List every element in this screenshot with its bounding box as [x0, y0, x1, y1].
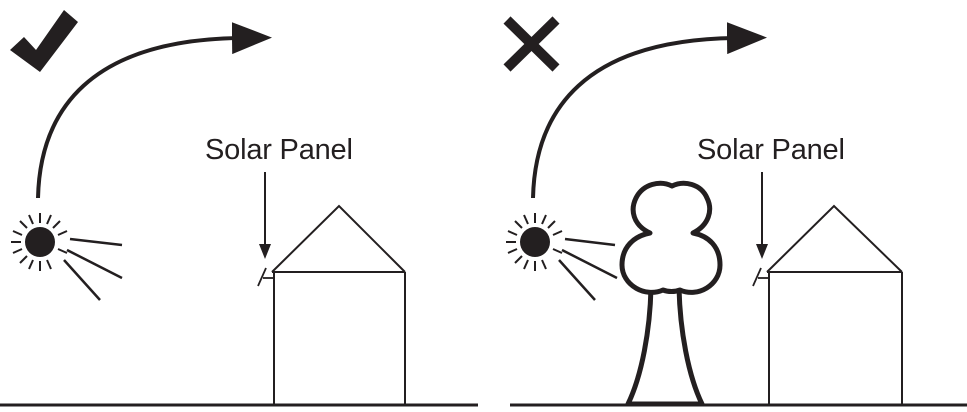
- solar-panel-label: Solar Panel: [205, 134, 353, 167]
- house-icon: [272, 206, 405, 404]
- panel-correct: [0, 10, 478, 405]
- sun-path-arrow: [38, 38, 240, 198]
- checkmark-icon: [10, 10, 78, 72]
- sun-icon: [506, 213, 617, 300]
- house-icon: [767, 206, 902, 404]
- sun-icon: [11, 213, 122, 300]
- solar-panel-pointer-head: [756, 244, 768, 259]
- solar-panel-label: Solar Panel: [697, 134, 845, 167]
- sun-path-arrow: [533, 38, 735, 198]
- solar-panel-pointer-head: [259, 244, 271, 259]
- solar-panel-icon: [753, 268, 769, 286]
- cross-icon: [507, 20, 556, 68]
- tree-icon: [622, 183, 720, 404]
- solar-panel-icon: [258, 268, 274, 286]
- panel-incorrect: [506, 20, 967, 405]
